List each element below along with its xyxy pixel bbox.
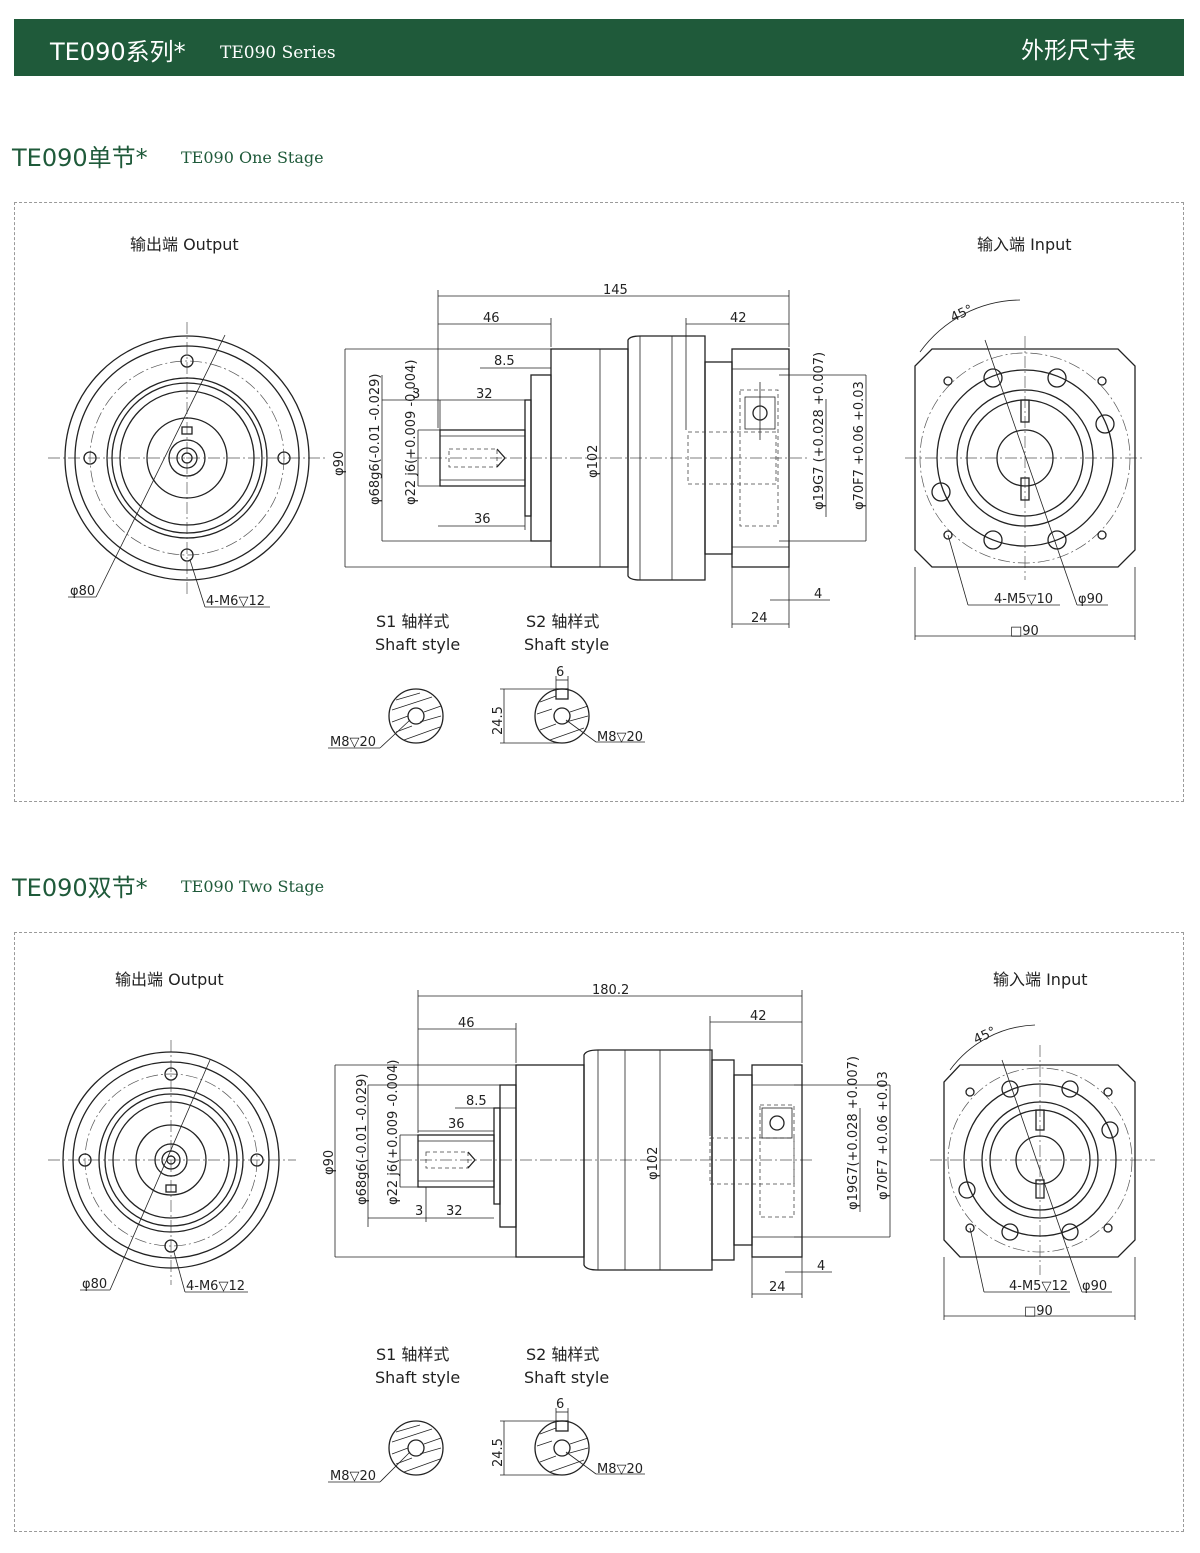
dim-3-2: 3 [415,1204,423,1219]
s2-title-2: S2 轴样式 [526,1345,599,1364]
dim-phi68-2: φ68g6(-0.01 -0.029) [355,1074,370,1205]
dim-4-2: 4 [817,1259,825,1274]
dim-42-2: 42 [750,1009,767,1024]
drawing-frame-two-stage [14,932,1184,1532]
s2-subtitle-2: Shaft style [524,1368,609,1387]
dim-phi19: φ19G7 (+0.028 +0.007) [812,352,827,510]
s2-subtitle: Shaft style [524,635,609,654]
dim-total-length-2: 180.2 [592,983,629,998]
shaft-style-s2: S2 轴样式 Shaft style 6 24.5 M8▽20 [491,612,645,745]
s2-title: S2 轴样式 [526,612,599,631]
dim-phi90-input-2: φ90 [1082,1279,1107,1294]
input-label: 输入端 Input [977,235,1072,254]
header-banner: TE090系列* TE090 Series 外形尺寸表 [14,19,1184,76]
dim-phi22-2: φ22 j6(+0.009 -0.004) [386,1060,401,1205]
side-view: 145 46 42 8.5 3 32 36 24 4 [332,283,867,628]
s1-thread-2: M8▽20 [330,1469,376,1484]
dim-square-90-2: □90 [1024,1304,1053,1319]
dim-phi102: φ102 [586,445,601,478]
s1-title: S1 轴样式 [376,612,449,631]
dim-phi90-side-2: φ90 [322,1150,337,1175]
series-title-cn: TE090系列* [50,38,186,66]
dim-8-5-2: 8.5 [466,1094,487,1109]
section-subtitle-one-stage: TE090 One Stage [181,148,324,167]
s2-thread-2: M8▽20 [597,1462,643,1477]
series-title-en: TE090 Series [220,43,336,63]
dim-phi102-2: φ102 [646,1147,661,1180]
input-end-view: 45° 4-M5▽10 φ90 □90 [905,299,1145,640]
s2-height: 24.5 [491,706,506,735]
dim-phi68: φ68g6(-0.01 -0.029) [368,374,383,505]
s1-subtitle: Shaft style [375,635,460,654]
section-title-one-stage: TE090单节* [12,144,148,172]
dim-phi70: φ70F7 +0.06 +0.03 [852,381,867,510]
s2-height-2: 24.5 [491,1438,506,1467]
one-stage-drawing: 输出端 Output 输入端 Input φ80 [48,235,1145,750]
s1-title-2: S1 轴样式 [376,1345,449,1364]
dim-46-2: 46 [458,1016,475,1031]
dim-4: 4 [814,587,822,602]
dim-42: 42 [730,311,747,326]
dim-angle: 45° [948,302,975,325]
dim-32: 32 [476,387,493,402]
output-end-view: φ80 4-M6▽12 [48,322,326,609]
dim-phi22: φ22 j6(+0.009 -0.004) [404,360,419,505]
s2-key-width-2: 6 [556,1397,564,1412]
dim-24-2: 24 [769,1280,786,1295]
dim-36: 36 [474,512,491,527]
output-end-view-2: φ80 4-M6▽12 [48,1040,296,1294]
dim-phi80: φ80 [70,584,95,599]
two-stage-drawing: 输出端 Output 输入端 Input φ80 [48,970,1155,1484]
shaft-style-s1-2: S1 轴样式 Shaft style M8▽20 [328,1345,460,1484]
s2-thread: M8▽20 [597,730,643,745]
dim-phi90-side: φ90 [332,451,347,476]
drawing-frame-one-stage [14,202,1184,802]
output-label: 输出端 Output [130,235,239,254]
dim-output-holes-2: 4-M6▽12 [186,1279,245,1294]
input-end-view-2: 45° 4-M5▽12 φ90 □90 [930,1024,1155,1320]
dim-square-90: □90 [1010,624,1039,639]
dim-angle-2: 45° [971,1024,998,1047]
dim-8-5: 8.5 [494,354,515,369]
shaft-style-s1: S1 轴样式 Shaft style M8▽20 [328,612,460,750]
shaft-style-s2-2: S2 轴样式 Shaft style 6 24.5 M8▽20 [491,1345,645,1477]
dim-phi19-2: φ19G7(+0.028 +0.007) [846,1056,861,1210]
dim-36-2: 36 [448,1117,465,1132]
input-label-2: 输入端 Input [993,970,1088,989]
table-title: 外形尺寸表 [1021,38,1136,64]
dim-3: 3 [412,387,420,402]
s1-thread: M8▽20 [330,735,376,750]
dim-phi70-2: φ70F7 +0.06 +0.03 [876,1071,891,1200]
dim-32-2: 32 [446,1204,463,1219]
side-view-2: 180.2 46 42 8.5 36 3 32 24 4 φ90 [322,983,891,1298]
dim-input-holes-2: 4-M5▽12 [1009,1279,1068,1294]
s1-subtitle-2: Shaft style [375,1368,460,1387]
dim-output-holes: 4-M6▽12 [206,594,265,609]
dim-total-length: 145 [603,283,628,298]
s2-key-width: 6 [556,665,564,680]
output-label-2: 输出端 Output [115,970,224,989]
dim-phi80-2: φ80 [82,1277,107,1292]
dim-46: 46 [483,311,500,326]
section-subtitle-two-stage: TE090 Two Stage [181,877,325,896]
section-title-two-stage: TE090双节* [12,874,148,902]
dim-phi90-input: φ90 [1078,592,1103,607]
dim-24: 24 [751,611,768,626]
dim-input-holes: 4-M5▽10 [994,592,1053,607]
